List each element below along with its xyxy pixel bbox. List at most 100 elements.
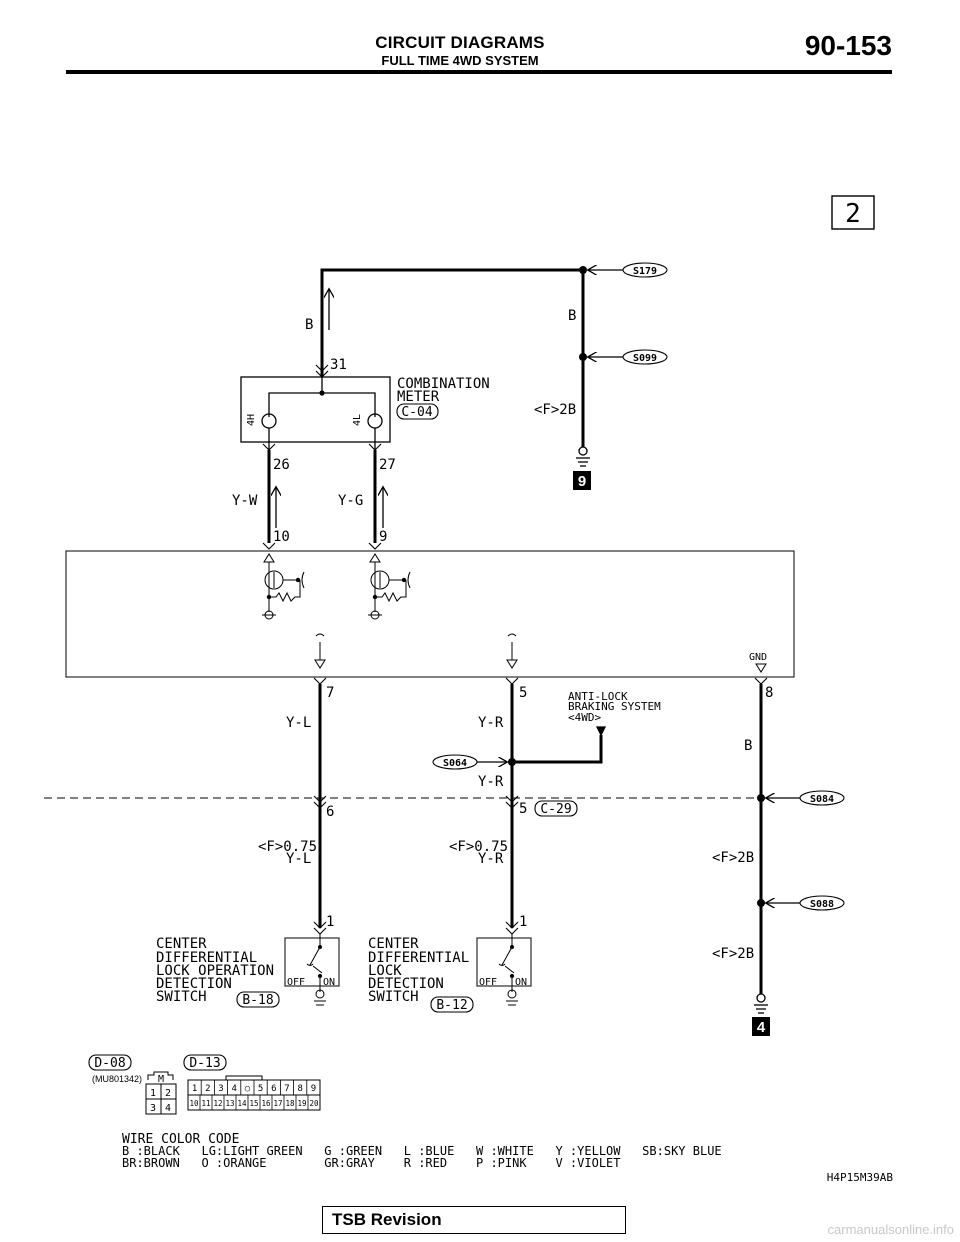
d13-row2-pin-1: 10 bbox=[189, 1099, 199, 1108]
d13-row2-pin-2: 11 bbox=[201, 1099, 210, 1108]
svg-text:S179: S179 bbox=[633, 266, 657, 277]
switch-right-symbol bbox=[476, 934, 532, 1006]
pin-9: 9 bbox=[379, 529, 387, 545]
ecu-transistor-right bbox=[368, 553, 411, 620]
wire-label-f075-yl-1: <F>0.75 bbox=[258, 839, 317, 855]
svg-text:9: 9 bbox=[578, 473, 586, 490]
sheet-number-box bbox=[831, 195, 875, 230]
switch-right-line-2: DIFFERENTIAL bbox=[368, 950, 469, 966]
switch-left-line-5: SWITCH bbox=[156, 989, 207, 1005]
wire-label-f2b-low: <F>2B bbox=[712, 946, 754, 962]
connector-m-label: M bbox=[158, 1074, 164, 1085]
svg-text:C-04: C-04 bbox=[401, 405, 432, 420]
svg-text:S084: S084 bbox=[810, 794, 834, 805]
wire-label-b-right: B bbox=[568, 308, 576, 324]
meter-name-1: COMBINATION bbox=[397, 376, 490, 392]
header-rule bbox=[66, 70, 892, 74]
connector-ref-d08: D-08 bbox=[88, 1054, 132, 1071]
color-code-line-1: B :BLACK LG:LIGHT GREEN G :GREEN L :BLUE… bbox=[122, 1144, 722, 1158]
switch-left-on: ON bbox=[323, 977, 335, 988]
switch-left-symbol bbox=[284, 934, 340, 1006]
d13-row2-pin-4: 13 bbox=[225, 1099, 234, 1108]
combination-meter-box bbox=[240, 376, 391, 443]
switch-right-on: ON bbox=[515, 977, 527, 988]
d13-row1-pin-9: 8 bbox=[297, 1084, 302, 1094]
svg-text:B-18: B-18 bbox=[242, 993, 273, 1008]
d13-row1-pin-5: ○ bbox=[245, 1084, 251, 1094]
svg-text:D-13: D-13 bbox=[189, 1056, 220, 1071]
switch-right-line-5: SWITCH bbox=[368, 989, 419, 1005]
sheet-number: 2 bbox=[845, 199, 861, 229]
splice-dot-s064 bbox=[508, 758, 516, 766]
svg-text:S099: S099 bbox=[633, 353, 657, 364]
abs-arrow bbox=[595, 726, 607, 737]
tsb-revision-label: TSB Revision bbox=[332, 1210, 442, 1229]
splice-s099: S099 bbox=[622, 349, 668, 365]
svg-text:C-29: C-29 bbox=[540, 802, 571, 817]
d13-row1-pin-7: 6 bbox=[271, 1084, 276, 1094]
splice-dot-s084 bbox=[757, 794, 765, 802]
connector-b12: B-12 bbox=[430, 996, 474, 1013]
d13-row1-pin-1: 1 bbox=[192, 1084, 197, 1094]
d13-row1-pin-6: 5 bbox=[258, 1084, 263, 1094]
splice-s064: S064 bbox=[432, 754, 478, 770]
gnd-label: GND bbox=[749, 652, 767, 663]
pin-8: 8 bbox=[765, 685, 773, 701]
wire-label-b-lower: B bbox=[744, 738, 752, 754]
wire-label-y-r-2: Y-R bbox=[478, 774, 504, 790]
wire-label-y-l: Y-L bbox=[286, 715, 311, 731]
abs-line-2: BRAKING SYSTEM bbox=[568, 700, 661, 713]
switch-left-line-2: DIFFERENTIAL bbox=[156, 950, 257, 966]
pin-5-junction: 5 bbox=[519, 801, 527, 817]
d13-row1-pin-10: 9 bbox=[311, 1084, 316, 1094]
wire-label-f075-yr-1: <F>0.75 bbox=[449, 839, 508, 855]
d08-pin-2: 2 bbox=[165, 1088, 171, 1099]
d13-row2-pin-7: 16 bbox=[261, 1099, 271, 1108]
connector-b18: B-18 bbox=[236, 991, 280, 1008]
d13-row2-pin-11: 20 bbox=[309, 1099, 319, 1108]
part-number: (MU801342) bbox=[92, 1074, 142, 1084]
tsb-revision-box bbox=[322, 1206, 626, 1234]
lamp-4h: 4H bbox=[246, 413, 277, 429]
switch-left-line-3: LOCK OPERATION bbox=[156, 963, 274, 979]
pin-1-right: 1 bbox=[519, 914, 527, 930]
pin-7: 7 bbox=[326, 685, 334, 701]
switch-right-line-4: DETECTION bbox=[368, 976, 444, 992]
svg-text:4H: 4H bbox=[246, 414, 257, 426]
d13-row2-pin-9: 18 bbox=[285, 1099, 295, 1108]
ecu-transistor-left bbox=[262, 553, 305, 620]
wire-label-f075-yr-2: Y-R bbox=[478, 851, 504, 867]
pin-10: 10 bbox=[273, 529, 290, 545]
d13-row1-pin-8: 7 bbox=[284, 1084, 289, 1094]
connector-c04: C-04 bbox=[396, 403, 439, 420]
switch-left-off: OFF bbox=[287, 977, 305, 988]
svg-text:D-08: D-08 bbox=[94, 1056, 125, 1071]
ground-marker-top bbox=[573, 471, 591, 490]
pin-26: 26 bbox=[273, 457, 290, 473]
ground-marker-bottom bbox=[752, 1017, 770, 1036]
pin-5-ecu: 5 bbox=[519, 685, 527, 701]
wire-label-ground-top: <F>2B bbox=[534, 402, 576, 418]
wire-abs bbox=[512, 735, 603, 764]
page-title: CIRCUIT DIAGRAMS bbox=[375, 33, 545, 52]
abs-line-3: <4WD> bbox=[568, 711, 601, 724]
svg-text:B-12: B-12 bbox=[436, 998, 467, 1013]
wire-label-f075-yl-2: Y-L bbox=[286, 851, 311, 867]
abs-line-1: ANTI-LOCK bbox=[568, 690, 628, 703]
lamp-4l: 4L bbox=[352, 413, 383, 429]
pin-1-left: 1 bbox=[326, 914, 334, 930]
svg-text:4L: 4L bbox=[352, 414, 363, 426]
splice-s179: S179 bbox=[622, 262, 668, 278]
ground-symbol-top bbox=[576, 446, 590, 467]
watermark: carmanualsonline.info bbox=[827, 1222, 954, 1237]
switch-right-line-1: CENTER bbox=[368, 936, 419, 952]
pin-6: 6 bbox=[326, 804, 334, 820]
ecu-box bbox=[65, 550, 795, 678]
d08-pin-4: 4 bbox=[165, 1103, 171, 1114]
d13-row2-pin-5: 14 bbox=[237, 1099, 247, 1108]
switch-right-off: OFF bbox=[479, 977, 497, 988]
switch-left-line-1: CENTER bbox=[156, 936, 207, 952]
section-subtitle: FULL TIME 4WD SYSTEM bbox=[381, 53, 539, 68]
d13-row2-pin-10: 19 bbox=[297, 1099, 306, 1108]
